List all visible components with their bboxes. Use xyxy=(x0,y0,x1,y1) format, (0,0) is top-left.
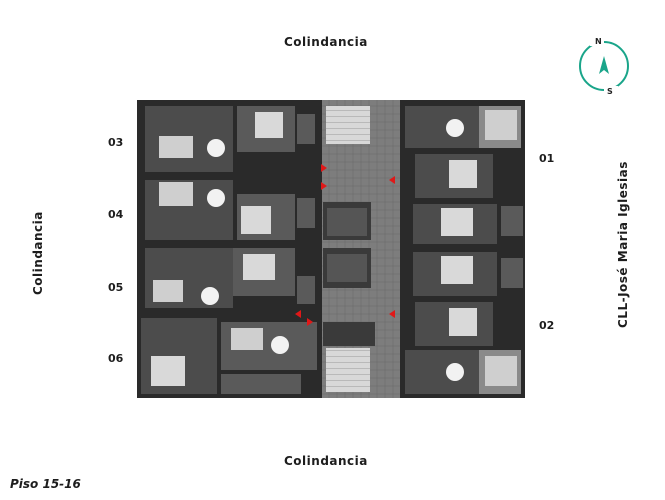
entrance-markers xyxy=(295,164,395,326)
floor-label: Piso 15-16 xyxy=(10,477,81,491)
stairs-bottom xyxy=(326,348,370,392)
unit-number-06: 06 xyxy=(108,352,124,365)
unit-02-plan xyxy=(405,252,523,394)
unit-04-plan xyxy=(145,180,315,240)
left-boundary-label: Colindancia xyxy=(31,211,45,295)
stairs-top xyxy=(326,106,370,144)
street-label: CLL-José Maria Iglesias xyxy=(616,161,630,328)
floor-plan xyxy=(137,98,527,400)
compass-south: S xyxy=(607,87,613,96)
bottom-boundary-label: Colindancia xyxy=(284,454,368,468)
shaft xyxy=(323,322,375,346)
unit-number-04: 04 xyxy=(108,208,124,221)
entry-arrow-icon xyxy=(295,310,301,318)
unit-06-plan xyxy=(141,318,317,394)
compass-north: N xyxy=(595,37,602,46)
unit-03-plan xyxy=(145,106,315,172)
unit-05-plan xyxy=(145,248,315,308)
unit-number-03: 03 xyxy=(108,136,124,149)
compass: N S xyxy=(576,34,632,98)
entry-arrow-icon xyxy=(321,182,327,190)
unit-number-01: 01 xyxy=(539,152,555,165)
top-boundary-label: Colindancia xyxy=(284,35,368,49)
unit-number-05: 05 xyxy=(108,281,124,294)
entry-arrow-icon xyxy=(307,318,313,326)
right-wing xyxy=(400,100,525,398)
entry-arrow-icon xyxy=(321,164,327,172)
unit-number-02: 02 xyxy=(539,319,555,332)
compass-needle-icon xyxy=(599,56,609,74)
unit-01-plan xyxy=(405,106,523,244)
entry-arrow-icon xyxy=(389,176,395,184)
entry-arrow-icon xyxy=(389,310,395,318)
